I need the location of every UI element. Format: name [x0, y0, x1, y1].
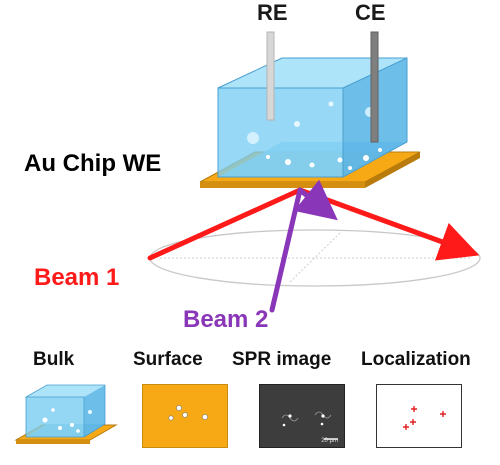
scale-bar-label: 20 μm: [321, 438, 338, 444]
bulk-illustration: [14, 384, 118, 444]
reference-electrode: [266, 31, 275, 121]
re-label: RE: [257, 0, 288, 25]
beam1-incident: [147, 187, 303, 261]
localization-panel: [376, 384, 462, 448]
bulk-title: Bulk: [33, 349, 75, 370]
localization-markers: [403, 406, 446, 430]
beam1-label: Beam 1: [34, 264, 120, 291]
surface-title: Surface: [133, 349, 203, 370]
surface-panel: [142, 384, 228, 448]
au-chip-edge: [200, 182, 365, 188]
surface-particles: [168, 405, 208, 421]
spr-image-panel: 20 μm: [259, 384, 345, 448]
ce-label: CE: [355, 0, 386, 25]
au-chip-side: [365, 152, 420, 188]
beam2-label: Beam 2: [183, 306, 269, 333]
localization-title: Localization: [361, 349, 471, 370]
beam2-incident: [269, 187, 303, 313]
spr-image-title: SPR image: [232, 349, 332, 370]
counter-electrode: [370, 31, 379, 143]
beam2-reflected: [294, 179, 338, 221]
au-chip-we-label: Au Chip WE: [24, 150, 162, 177]
spr-image: [281, 411, 338, 440]
beam1-reflected: [297, 187, 480, 261]
